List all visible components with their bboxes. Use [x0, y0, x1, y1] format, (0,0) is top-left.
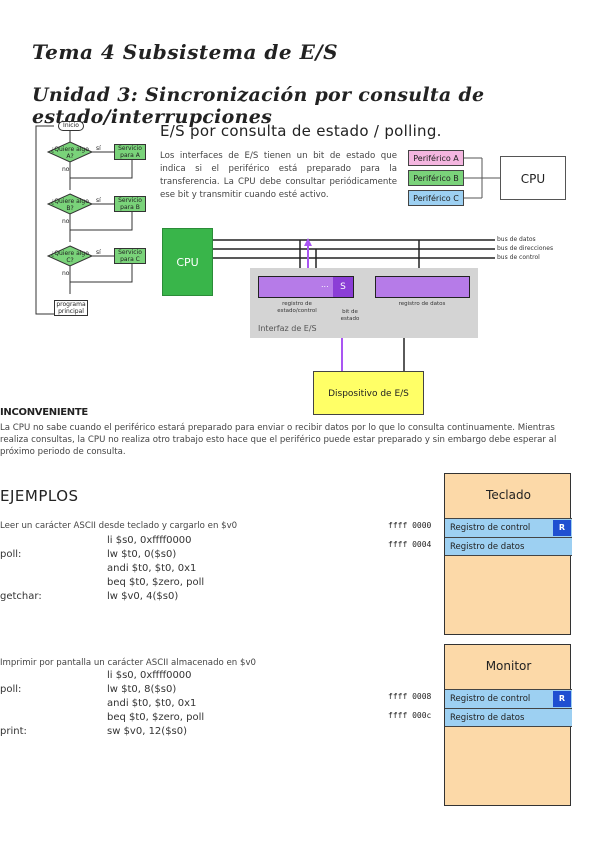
- peripheral-a: Periférico A: [408, 150, 464, 166]
- status-bit-label: bit de estado: [340, 309, 360, 322]
- flow-yes-label: sí: [96, 197, 101, 204]
- flow-yes-label: sí: [96, 145, 101, 152]
- data-register: [375, 276, 470, 298]
- monitor-control-address: ffff 0008: [388, 692, 432, 701]
- ready-bit: R: [553, 520, 571, 536]
- keyboard-data-address: ffff 0004: [388, 540, 432, 549]
- examples-heading: EJEMPLOS: [0, 487, 79, 505]
- flowchart-lines: [35, 125, 133, 315]
- status-bit: S: [333, 277, 353, 297]
- keyboard-title: Teclado: [486, 488, 531, 502]
- flow-no-label: no: [62, 166, 70, 173]
- example1-code: li $s0, 0xffff0000 poll:lw $t0, 0($s0) a…: [0, 535, 205, 602]
- status-register-dots: ...: [321, 280, 329, 289]
- flow-no-label: no: [62, 218, 70, 225]
- data-register-label: registro de datos: [398, 301, 446, 307]
- flow-service-a: Servicio para A: [114, 144, 146, 160]
- ready-bit: R: [553, 691, 571, 707]
- io-device-box: Dispositivo de E/S: [313, 371, 424, 415]
- io-interface-label: Interfaz de E/S: [258, 324, 317, 333]
- bus-data-label: bus de datos: [497, 236, 536, 243]
- keyboard-control-register: Registro de control R: [445, 518, 572, 537]
- monitor-data-register: Registro de datos: [445, 708, 572, 727]
- bus-control-label: bus de control: [497, 254, 540, 261]
- flow-yes-label: sí: [96, 249, 101, 256]
- flow-main-program: programa principal: [54, 300, 88, 316]
- cpu-block: CPU: [162, 228, 213, 296]
- keyboard-data-register: Registro de datos: [445, 537, 572, 556]
- cpu-box: CPU: [500, 156, 566, 200]
- status-register-label: registro de estado/control: [277, 301, 317, 314]
- drawback-heading: INCONVENIENTE: [0, 407, 88, 418]
- flow-question-b: ¿Quiere algo B?: [51, 198, 89, 212]
- flow-service-b: Servicio para B: [114, 196, 146, 212]
- example2-code: li $s0, 0xffff0000 poll:lw $t0, 8($s0) a…: [0, 670, 205, 737]
- polling-flowchart: Inicio ¿Quiere algo A? ¿Quiere algo B? ¿…: [30, 118, 150, 326]
- example2-description: Imprimir por pantalla un carácter ASCII …: [0, 658, 257, 668]
- example1-description: Leer un carácter ASCII desde teclado y c…: [0, 521, 238, 531]
- polling-description: Los interfaces de E/S tienen un bit de e…: [160, 151, 397, 200]
- flow-question-a: ¿Quiere algo A?: [51, 146, 89, 160]
- keyboard-control-address: ffff 0000: [388, 521, 432, 530]
- page-subtitle: Unidad 3: Sincronización por consulta de…: [32, 84, 485, 128]
- keyboard-registers: Teclado Registro de control R Registro d…: [444, 473, 572, 635]
- page-title: Tema 4 Subsistema de E/S: [32, 40, 339, 64]
- flow-service-c: Servicio para C: [114, 248, 146, 264]
- monitor-registers: Monitor Registro de control R Registro d…: [444, 644, 572, 806]
- peripheral-connectors: [464, 157, 500, 199]
- monitor-data-address: ffff 000c: [388, 711, 432, 720]
- status-register: ... S: [258, 276, 354, 298]
- flow-start: Inicio: [58, 121, 84, 131]
- flow-no-label: no: [62, 270, 70, 277]
- flow-question-c: ¿Quiere algo C?: [51, 250, 89, 264]
- monitor-title: Monitor: [485, 659, 532, 673]
- drawback-text: La CPU no sabe cuando el periférico esta…: [0, 423, 557, 457]
- monitor-control-register: Registro de control R: [445, 689, 572, 708]
- bus-address-label: bus de direcciones: [497, 245, 554, 252]
- peripheral-c: Periférico C: [408, 190, 464, 206]
- peripheral-b: Periférico B: [408, 170, 464, 186]
- polling-heading: E/S por consulta de estado / polling.: [160, 122, 442, 140]
